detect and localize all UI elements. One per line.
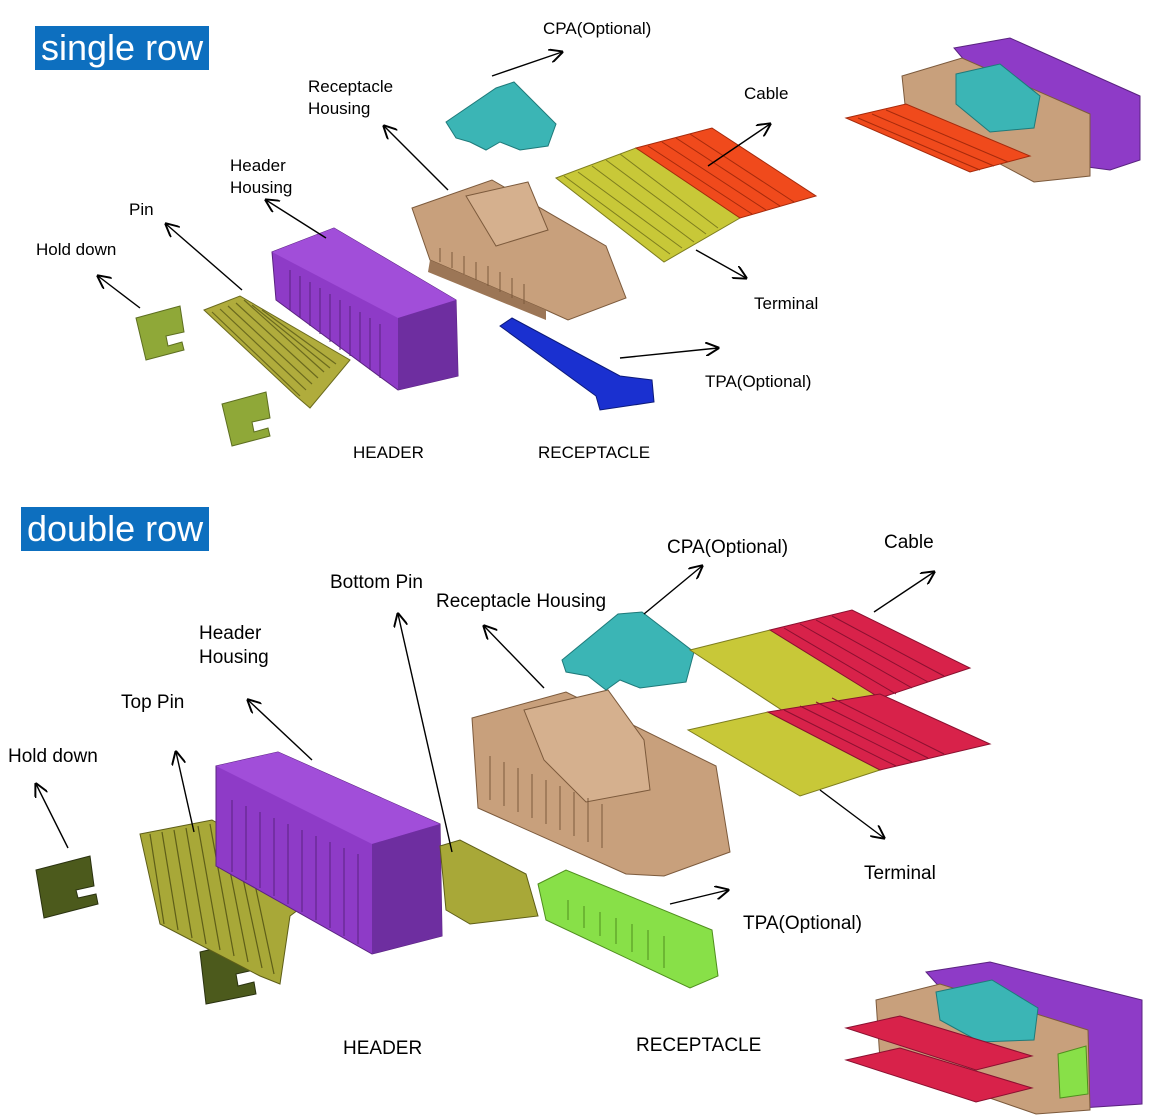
double-terminal-label: Terminal (864, 863, 936, 884)
single-hold-down-top-part (135, 305, 185, 361)
double-bottom-pin-part (439, 839, 539, 925)
double-cpa-label: CPA(Optional) (667, 537, 789, 558)
single-pin-label: Pin (129, 200, 154, 219)
single-receptacle-housing-label: Receptacle Housing (308, 77, 394, 118)
double-cable-upper-part (768, 609, 972, 699)
double-receptacle-housing-label: Receptacle Housing (436, 591, 607, 612)
double-top-pin-label: Top Pin (121, 692, 185, 713)
double-assembled-connector (844, 961, 1143, 1115)
double-receptacle-housing-part (471, 689, 731, 877)
single-receptacle-caption: RECEPTACLE (538, 443, 651, 462)
single-cpa-part (445, 81, 557, 151)
single-cpa-label: CPA(Optional) (543, 19, 652, 38)
double-cpa-part (561, 611, 695, 691)
double-tpa-label: TPA(Optional) (743, 913, 862, 934)
single-assembled-connector (844, 37, 1141, 183)
double-header-housing-label: Header Housing (199, 623, 269, 668)
single-tpa-label: TPA(Optional) (705, 372, 812, 391)
single-cable-label: Cable (744, 84, 789, 103)
double-row-title: double row (21, 507, 210, 551)
double-cable-label: Cable (884, 532, 934, 553)
single-row-arrows (98, 52, 770, 359)
single-hold-down-bottom-part (221, 391, 271, 447)
single-cable-part (634, 127, 818, 219)
double-header-housing-part (215, 751, 443, 955)
single-hold-down-label: Hold down (36, 240, 117, 259)
double-hold-down-top-part (35, 855, 99, 919)
double-header-caption: HEADER (343, 1038, 423, 1059)
single-terminal-label: Terminal (754, 294, 819, 313)
double-tpa-part (537, 869, 719, 989)
single-receptacle-housing-part (411, 179, 627, 321)
single-header-housing-label: Header Housing (230, 156, 293, 197)
single-header-caption: HEADER (353, 443, 424, 462)
double-row-arrows (36, 566, 934, 905)
single-tpa-part (499, 317, 655, 411)
single-pin-part (203, 295, 351, 409)
single-row-title: single row (35, 26, 210, 70)
double-receptacle-caption: RECEPTACLE (636, 1035, 762, 1056)
double-cable-lower-part (766, 693, 992, 771)
single-header-housing-part (271, 227, 459, 391)
double-bottom-pin-label: Bottom Pin (330, 572, 423, 593)
double-hold-down-label: Hold down (8, 746, 98, 767)
